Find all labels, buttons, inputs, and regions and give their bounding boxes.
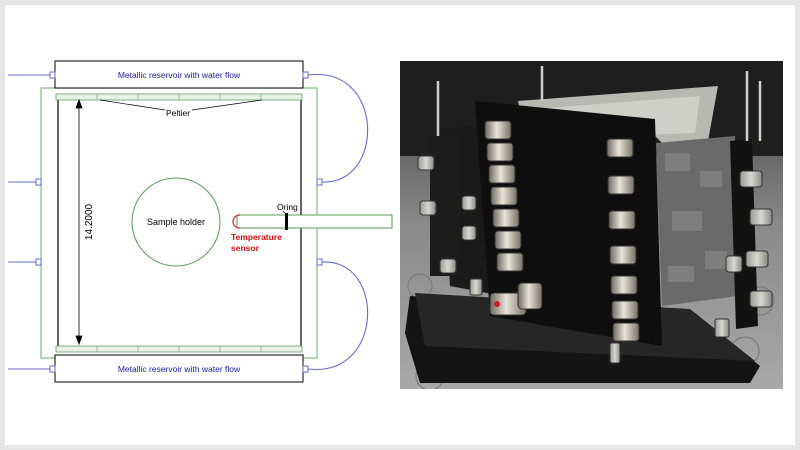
fittings-column-left	[484, 120, 524, 272]
fittings-right-side	[725, 170, 773, 308]
sensor-tip	[232, 214, 241, 229]
sample-holder-circle	[131, 177, 221, 267]
left-tube-stubs	[8, 71, 56, 373]
apparatus-photo	[400, 61, 783, 389]
fittings-left-side	[417, 155, 477, 274]
oring-pointer	[282, 210, 287, 215]
dimension-label: 14.2000	[84, 203, 95, 240]
oring-marker	[285, 213, 288, 230]
peltier-label: Peltier	[166, 108, 190, 118]
upper-water-tube-arc	[307, 73, 369, 183]
base-knobs	[469, 278, 730, 364]
peltier-dividers-top	[96, 94, 262, 100]
fittings-column-right	[606, 138, 640, 342]
top-reservoir-label: Metallic reservoir with water flow	[118, 70, 241, 80]
top-reservoir	[54, 60, 304, 89]
peltier-pointer-lines	[99, 99, 263, 111]
lower-water-tube-arc	[307, 261, 369, 370]
temperature-sensor-label-line2: sensor	[231, 243, 260, 253]
dimension-line	[75, 98, 83, 346]
sample-holder-label: Sample holder	[147, 217, 205, 227]
foam-texture	[665, 153, 727, 282]
temperature-sensor-label-line1: Temperature	[231, 232, 282, 242]
sensor-probe-tube	[236, 214, 393, 229]
bottom-reservoir-label: Metallic reservoir with water flow	[118, 364, 241, 374]
oring-label: Oring	[277, 202, 298, 212]
elbow-fitting	[489, 282, 543, 316]
peltier-dividers-bottom	[96, 346, 262, 352]
vertical-rods	[436, 66, 762, 141]
right-tube-stubs	[302, 71, 323, 373]
